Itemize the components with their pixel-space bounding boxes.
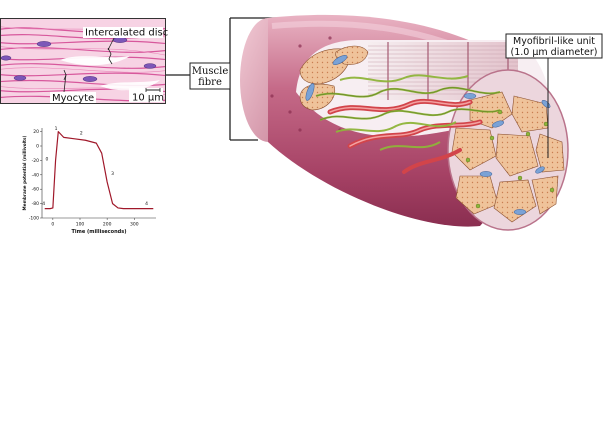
x-axis-label: Time (milliseconds) — [72, 229, 127, 235]
phase-label: 4 — [42, 201, 45, 207]
phase-label: 0 — [45, 156, 48, 162]
scale-bar — [145, 88, 161, 92]
myocyte-label: Myocyte — [52, 93, 94, 104]
y-tick-label: -80 — [32, 201, 39, 207]
y-tick-label: -60 — [32, 187, 39, 193]
micrograph-panel: Intercalated disc Myocyte 10 µm — [0, 18, 168, 104]
muscle-fibre-callout: Muscle fibre — [166, 17, 286, 141]
y-tick-label: 0 — [36, 144, 39, 150]
phase-label: 3 — [111, 171, 114, 177]
x-tick-label: 300 — [130, 222, 139, 228]
muscle-fibre-cylinder — [240, 14, 569, 231]
scale-label: 10 µm — [132, 93, 164, 104]
action-potential-line — [44, 131, 154, 210]
phase-label: 1 — [55, 126, 58, 132]
chart-lines: 0 1 2 3 4 4 — [42, 126, 154, 210]
x-tick-label: 0 — [51, 222, 54, 228]
muscle-fibre-label-line2: fibre — [198, 77, 222, 88]
myofibril-label-line2: (1.0 µm diameter) — [511, 47, 598, 58]
y-axis-label: Membrane potential (millivolts) — [22, 135, 27, 210]
phase-label: 4 — [145, 201, 148, 207]
y-tick-label: -100 — [29, 216, 39, 222]
x-tick-label: 100 — [76, 222, 85, 228]
muscle-fibre-label-line1: Muscle — [192, 66, 229, 77]
y-tick-label: 20 — [33, 129, 39, 135]
myofibril-label-line1: Myofibril-like unit — [513, 36, 595, 47]
chart-axes — [41, 128, 156, 219]
capillaries — [327, 98, 483, 174]
intercalated-disc-label: Intercalated disc — [85, 28, 168, 39]
myofibril-callout: Myofibril-like unit (1.0 µm diameter) — [505, 33, 603, 158]
y-tick-label: -20 — [32, 158, 39, 164]
phase-label: 2 — [80, 130, 83, 136]
x-tick-label: 200 — [103, 222, 112, 228]
y-tick-label: -40 — [32, 172, 39, 178]
